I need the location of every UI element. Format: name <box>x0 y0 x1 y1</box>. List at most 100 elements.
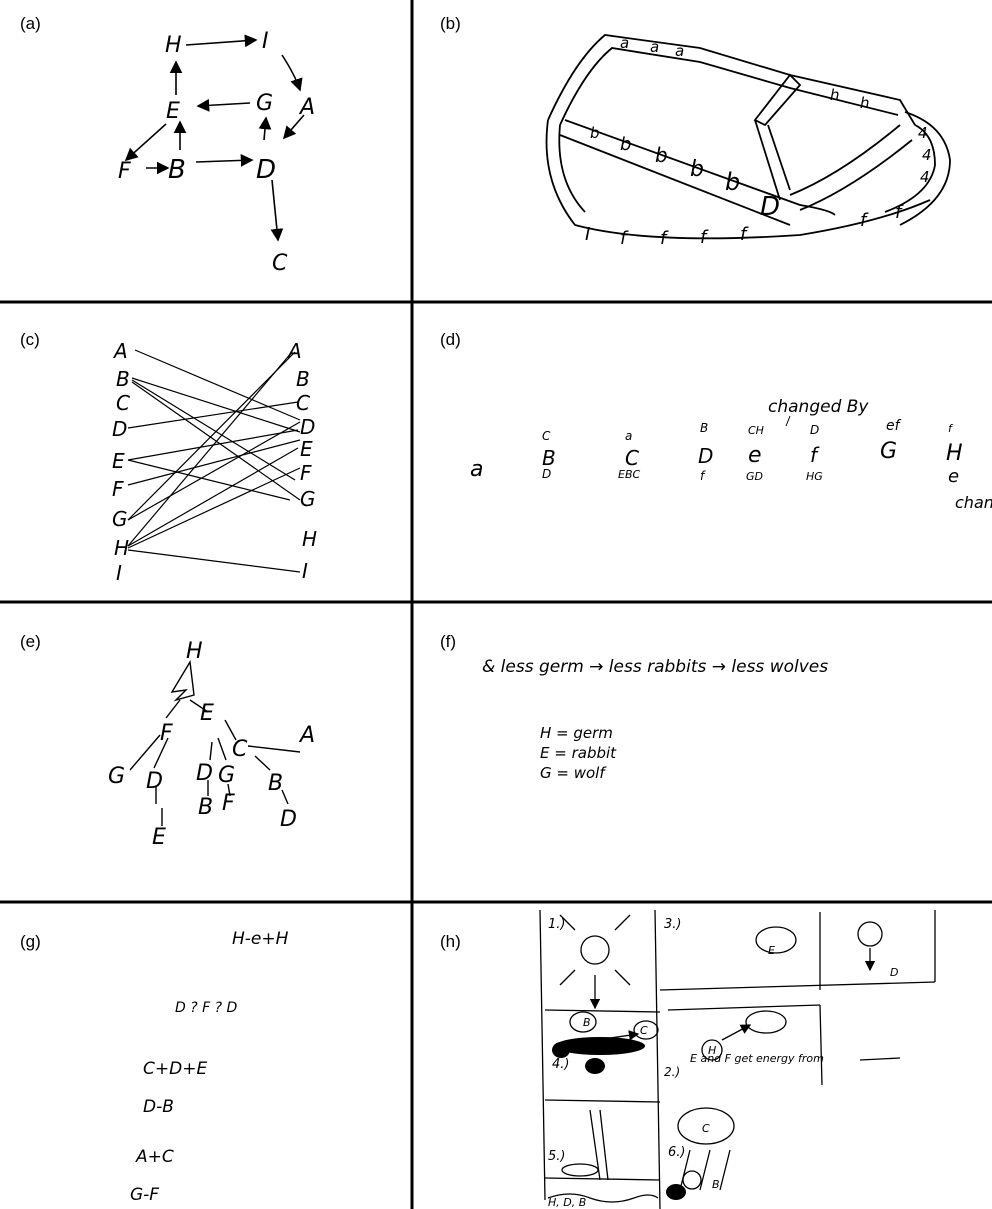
tree-node-b: B <box>198 795 213 820</box>
right-letter-b: B <box>296 367 310 391</box>
strand-letter-h: h <box>830 86 840 104</box>
column-below: f <box>700 469 706 483</box>
column-main-letter: e <box>748 443 762 468</box>
legend-wolf: G = wolf <box>540 764 607 782</box>
tree-node-c: C <box>232 737 248 762</box>
column-below: GD <box>746 470 763 483</box>
column-main-letter: D <box>698 444 713 468</box>
chain-sentence: & less germ → less rabbits → less wolves <box>482 657 828 677</box>
tree-node-b: B <box>268 771 283 796</box>
strand-letter-4: 4 <box>922 146 932 164</box>
left-letter-b: B <box>116 367 130 391</box>
strand-letter-h: h <box>860 94 870 112</box>
strand-letter-b: b <box>590 124 600 142</box>
panel-label-a: (a) <box>20 14 41 33</box>
right-letter-h: H <box>302 527 317 551</box>
left-letter-i: I <box>116 561 122 585</box>
panel-label-e: (e) <box>20 632 41 651</box>
right-letter-a: A <box>286 339 302 363</box>
column-main-letter: H <box>946 441 963 466</box>
strand-letters-a: a <box>650 38 659 56</box>
formula-line: H-e+H <box>232 929 289 949</box>
storyboard-note: 3.) <box>664 917 681 932</box>
tree-node-g: G <box>218 763 235 788</box>
tree-node-e: E <box>152 825 166 850</box>
storyboard-note: B <box>712 1178 720 1191</box>
storyboard-note: 6.) <box>668 1145 685 1160</box>
formula-line: D ? F ? D <box>175 1000 237 1016</box>
strand-letter-4: 4 <box>920 168 930 186</box>
tree-node-d: D <box>146 769 163 794</box>
tree-node-f: F <box>222 791 235 816</box>
storyboard-note: B <box>583 1016 591 1029</box>
graph-node-h: H <box>165 33 182 58</box>
tree-node-d: D <box>196 761 213 786</box>
strand-letter-b: b <box>725 168 740 196</box>
graph-node-e: E <box>166 99 180 124</box>
panel-label-b: (b) <box>440 14 461 33</box>
right-letter-c: C <box>296 391 310 415</box>
strand-letter-b: b <box>655 143 668 167</box>
right-letter-e: E <box>300 437 313 461</box>
graph-node-i: I <box>262 29 269 54</box>
storyboard-note: C <box>640 1024 648 1037</box>
graph-node-d: D <box>256 155 276 185</box>
tree-node-h: H <box>186 639 203 664</box>
strand-letter-big-d: D <box>760 192 780 222</box>
storyboard-note: E and F get energy from <box>690 1052 824 1065</box>
column-above: f <box>948 422 954 435</box>
storyboard-note: E <box>768 944 775 957</box>
strand-letter-b: b <box>690 157 704 182</box>
panel-label-d: (d) <box>440 330 461 349</box>
storyboard-note: H <box>708 1044 716 1057</box>
column-below: D <box>542 467 551 481</box>
strand-letter-f: f <box>660 228 669 249</box>
storyboard-note: 5.) <box>548 1149 565 1164</box>
strand-letter-f: f <box>860 210 869 231</box>
panel-label-f: (f) <box>440 632 457 651</box>
left-letter-c: C <box>116 391 130 415</box>
graph-node-f: F <box>118 159 131 184</box>
column-above: ef <box>886 418 902 434</box>
panel-label-h: (h) <box>440 932 461 951</box>
column-above: a <box>625 429 632 443</box>
right-letter-d: D <box>300 415 315 439</box>
legend-rabbit: E = rabbit <box>540 744 617 762</box>
storyboard-note: 1.) <box>548 917 565 932</box>
tree-node-f: F <box>160 721 173 746</box>
column-below: HG <box>806 470 823 483</box>
left-letter-h: H <box>114 536 129 560</box>
column-main-letter: C <box>625 446 639 470</box>
strand-letters-a: a <box>675 42 684 60</box>
tree-node-d: D <box>280 807 297 832</box>
strand-letter-f: f <box>700 227 709 248</box>
column-below: e <box>948 466 959 487</box>
storyboard-note: 2.) <box>664 1065 680 1079</box>
left-letter-d: D <box>112 417 127 441</box>
storyboard-note: C <box>702 1122 710 1135</box>
formula-line: C+D+E <box>143 1059 207 1079</box>
tree-node-a: A <box>298 723 315 748</box>
graph-node-a: A <box>298 95 315 120</box>
graph-node-c: C <box>272 251 288 276</box>
changed-by-caption: changed By <box>768 397 869 417</box>
strand-letter-i: I <box>585 224 590 245</box>
strand-letters-a: a <box>620 34 629 52</box>
column-above: CH <box>748 424 764 437</box>
column-main-letter: a <box>470 457 483 482</box>
graph-node-g: G <box>256 91 273 116</box>
storyboard-note: H, D, B <box>548 1196 586 1209</box>
storyboard-note: 4.) <box>552 1057 569 1072</box>
left-letter-f: F <box>112 477 124 501</box>
storyboard-note: D <box>890 966 898 979</box>
strand-letter-4: 4 <box>918 124 928 142</box>
strand-letter-f: f <box>895 202 904 223</box>
